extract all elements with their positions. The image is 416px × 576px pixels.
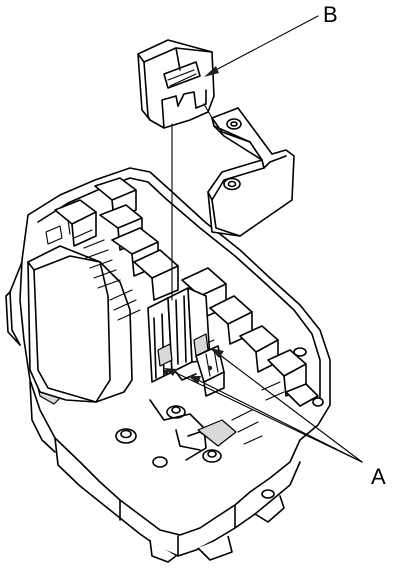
leader-a-1 (215, 351, 363, 463)
leader-b (211, 15, 319, 73)
terminal-bolts (115, 347, 324, 499)
assembly-guides (171, 103, 213, 301)
callout-b-label: B (323, 2, 338, 27)
leader-a-3 (169, 369, 363, 463)
bracket-terminal (207, 107, 295, 237)
callout-a-label: A (371, 464, 386, 489)
relay-slots (45, 177, 319, 445)
part-b-cover (137, 39, 215, 129)
leader-lines (164, 15, 363, 463)
